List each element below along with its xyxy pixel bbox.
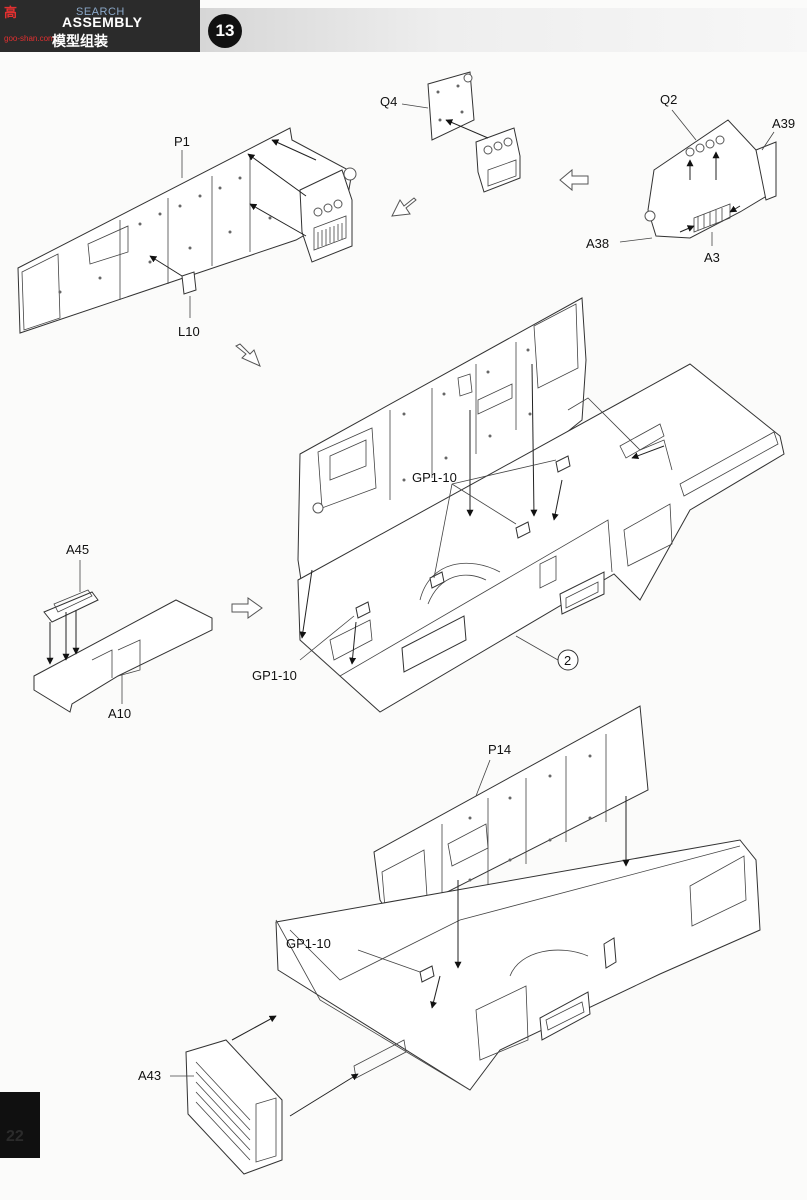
part-a10-frame — [33, 560, 213, 713]
part-p1-panel — [17, 127, 357, 334]
callout-a38: A38 — [586, 236, 609, 251]
callout-gp1-10-lower: GP1-10 — [252, 668, 297, 683]
header-title-en: ASSEMBLY — [62, 14, 143, 30]
flow-arrow-p1 — [235, 343, 261, 367]
flow-arrow-q4 — [391, 197, 417, 217]
header-fade — [200, 8, 807, 52]
watermark-search: SEARCH — [76, 6, 125, 18]
watermark-logo: 高 — [4, 6, 18, 21]
callout-a10: A10 — [108, 706, 131, 721]
page-number: 22 — [6, 1128, 24, 1145]
part-q4 — [401, 71, 521, 193]
part-q2-group — [619, 109, 777, 246]
callout-q2: Q2 — [660, 92, 677, 107]
hull-assembly-middle — [297, 297, 785, 713]
header-title-cn: 模型组装 — [52, 33, 108, 49]
callout-gp1-10-middle: GP1-10 — [412, 470, 457, 485]
flow-arrow-q2 — [559, 168, 589, 192]
callout-p1: P1 — [174, 134, 190, 149]
callout-gp1-10-bottom: GP1-10 — [286, 936, 331, 951]
callout-p14: P14 — [488, 742, 511, 757]
watermark-url: goo-shan.com — [4, 34, 55, 43]
callout-a39: A39 — [772, 116, 795, 131]
callout-l10: L10 — [178, 324, 200, 339]
callout-a45: A45 — [66, 542, 89, 557]
callout-subassembly-2: 2 — [564, 653, 571, 668]
callout-q4: Q4 — [380, 94, 397, 109]
page-number-tab: 22 — [0, 1092, 40, 1158]
flow-arrow-a10 — [231, 597, 263, 619]
hull-assembly-bottom — [170, 705, 761, 1175]
header-bar: 高 SEARCH goo-shan.com ASSEMBLY 模型组装 — [0, 0, 807, 52]
callout-a3: A3 — [704, 250, 720, 265]
step-number-badge: 13 — [208, 14, 242, 48]
callout-a43: A43 — [138, 1068, 161, 1083]
